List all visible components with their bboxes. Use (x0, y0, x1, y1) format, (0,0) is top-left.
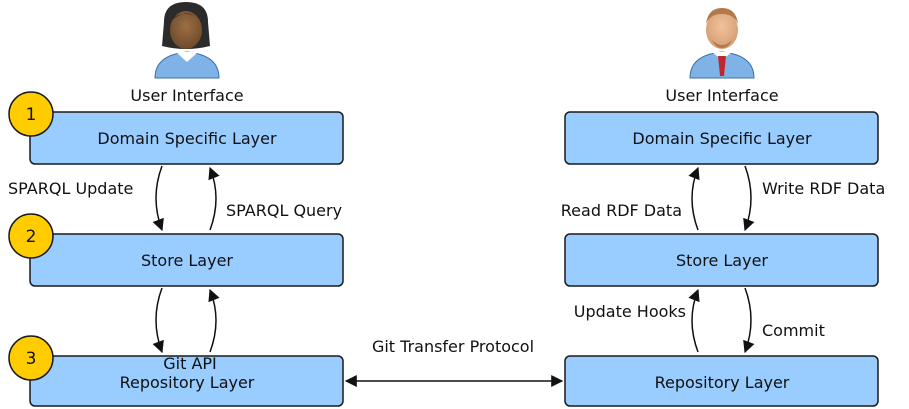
right-user-interface-label: User Interface (665, 86, 778, 105)
left-git-up-arrow (208, 288, 220, 353)
git-transfer-protocol-label: Git Transfer Protocol (372, 337, 534, 356)
male-user-icon (689, 8, 755, 79)
update-hooks-label: Update Hooks (574, 302, 686, 321)
badge-1: 1 (8, 91, 54, 137)
svg-text:2: 2 (26, 227, 37, 247)
right-domain-layer-box (564, 111, 879, 165)
left-query-arrow (208, 166, 220, 231)
right-store-layer-box (564, 233, 879, 287)
svg-text:3: 3 (26, 349, 37, 369)
female-user-icon (154, 2, 220, 79)
badge-2: 2 (8, 213, 54, 259)
write-rdf-data-label: Write RDF Data (762, 179, 885, 198)
right-repository-layer-box (564, 355, 879, 407)
left-domain-layer-box (29, 111, 344, 165)
right-read-arrow (688, 166, 700, 231)
right-commit-arrow (743, 287, 755, 354)
right-store-layer-label: Store Layer (676, 251, 768, 270)
left-update-arrow (152, 165, 164, 232)
right-write-arrow (743, 165, 755, 232)
left-repository-layer-box (29, 355, 344, 407)
right-hooks-arrow (688, 288, 700, 353)
read-rdf-data-label: Read RDF Data (561, 201, 682, 220)
left-store-layer-box (29, 233, 344, 287)
right-domain-layer-label: Domain Specific Layer (632, 129, 812, 148)
git-api-label: Git API (163, 354, 217, 373)
left-git-down-arrow (152, 287, 164, 354)
left-store-layer-label: Store Layer (141, 251, 233, 270)
left-domain-layer-label: Domain Specific Layer (97, 129, 277, 148)
badge-3: 3 (8, 335, 54, 381)
commit-label: Commit (762, 321, 825, 340)
left-user-interface-label: User Interface (130, 86, 243, 105)
left-repository-layer-label: Repository Layer (120, 373, 255, 392)
svg-text:1: 1 (26, 105, 37, 125)
sparql-query-label: SPARQL Query (226, 201, 342, 220)
right-repository-layer-label: Repository Layer (655, 373, 790, 392)
sparql-update-label: SPARQL Update (8, 179, 133, 198)
